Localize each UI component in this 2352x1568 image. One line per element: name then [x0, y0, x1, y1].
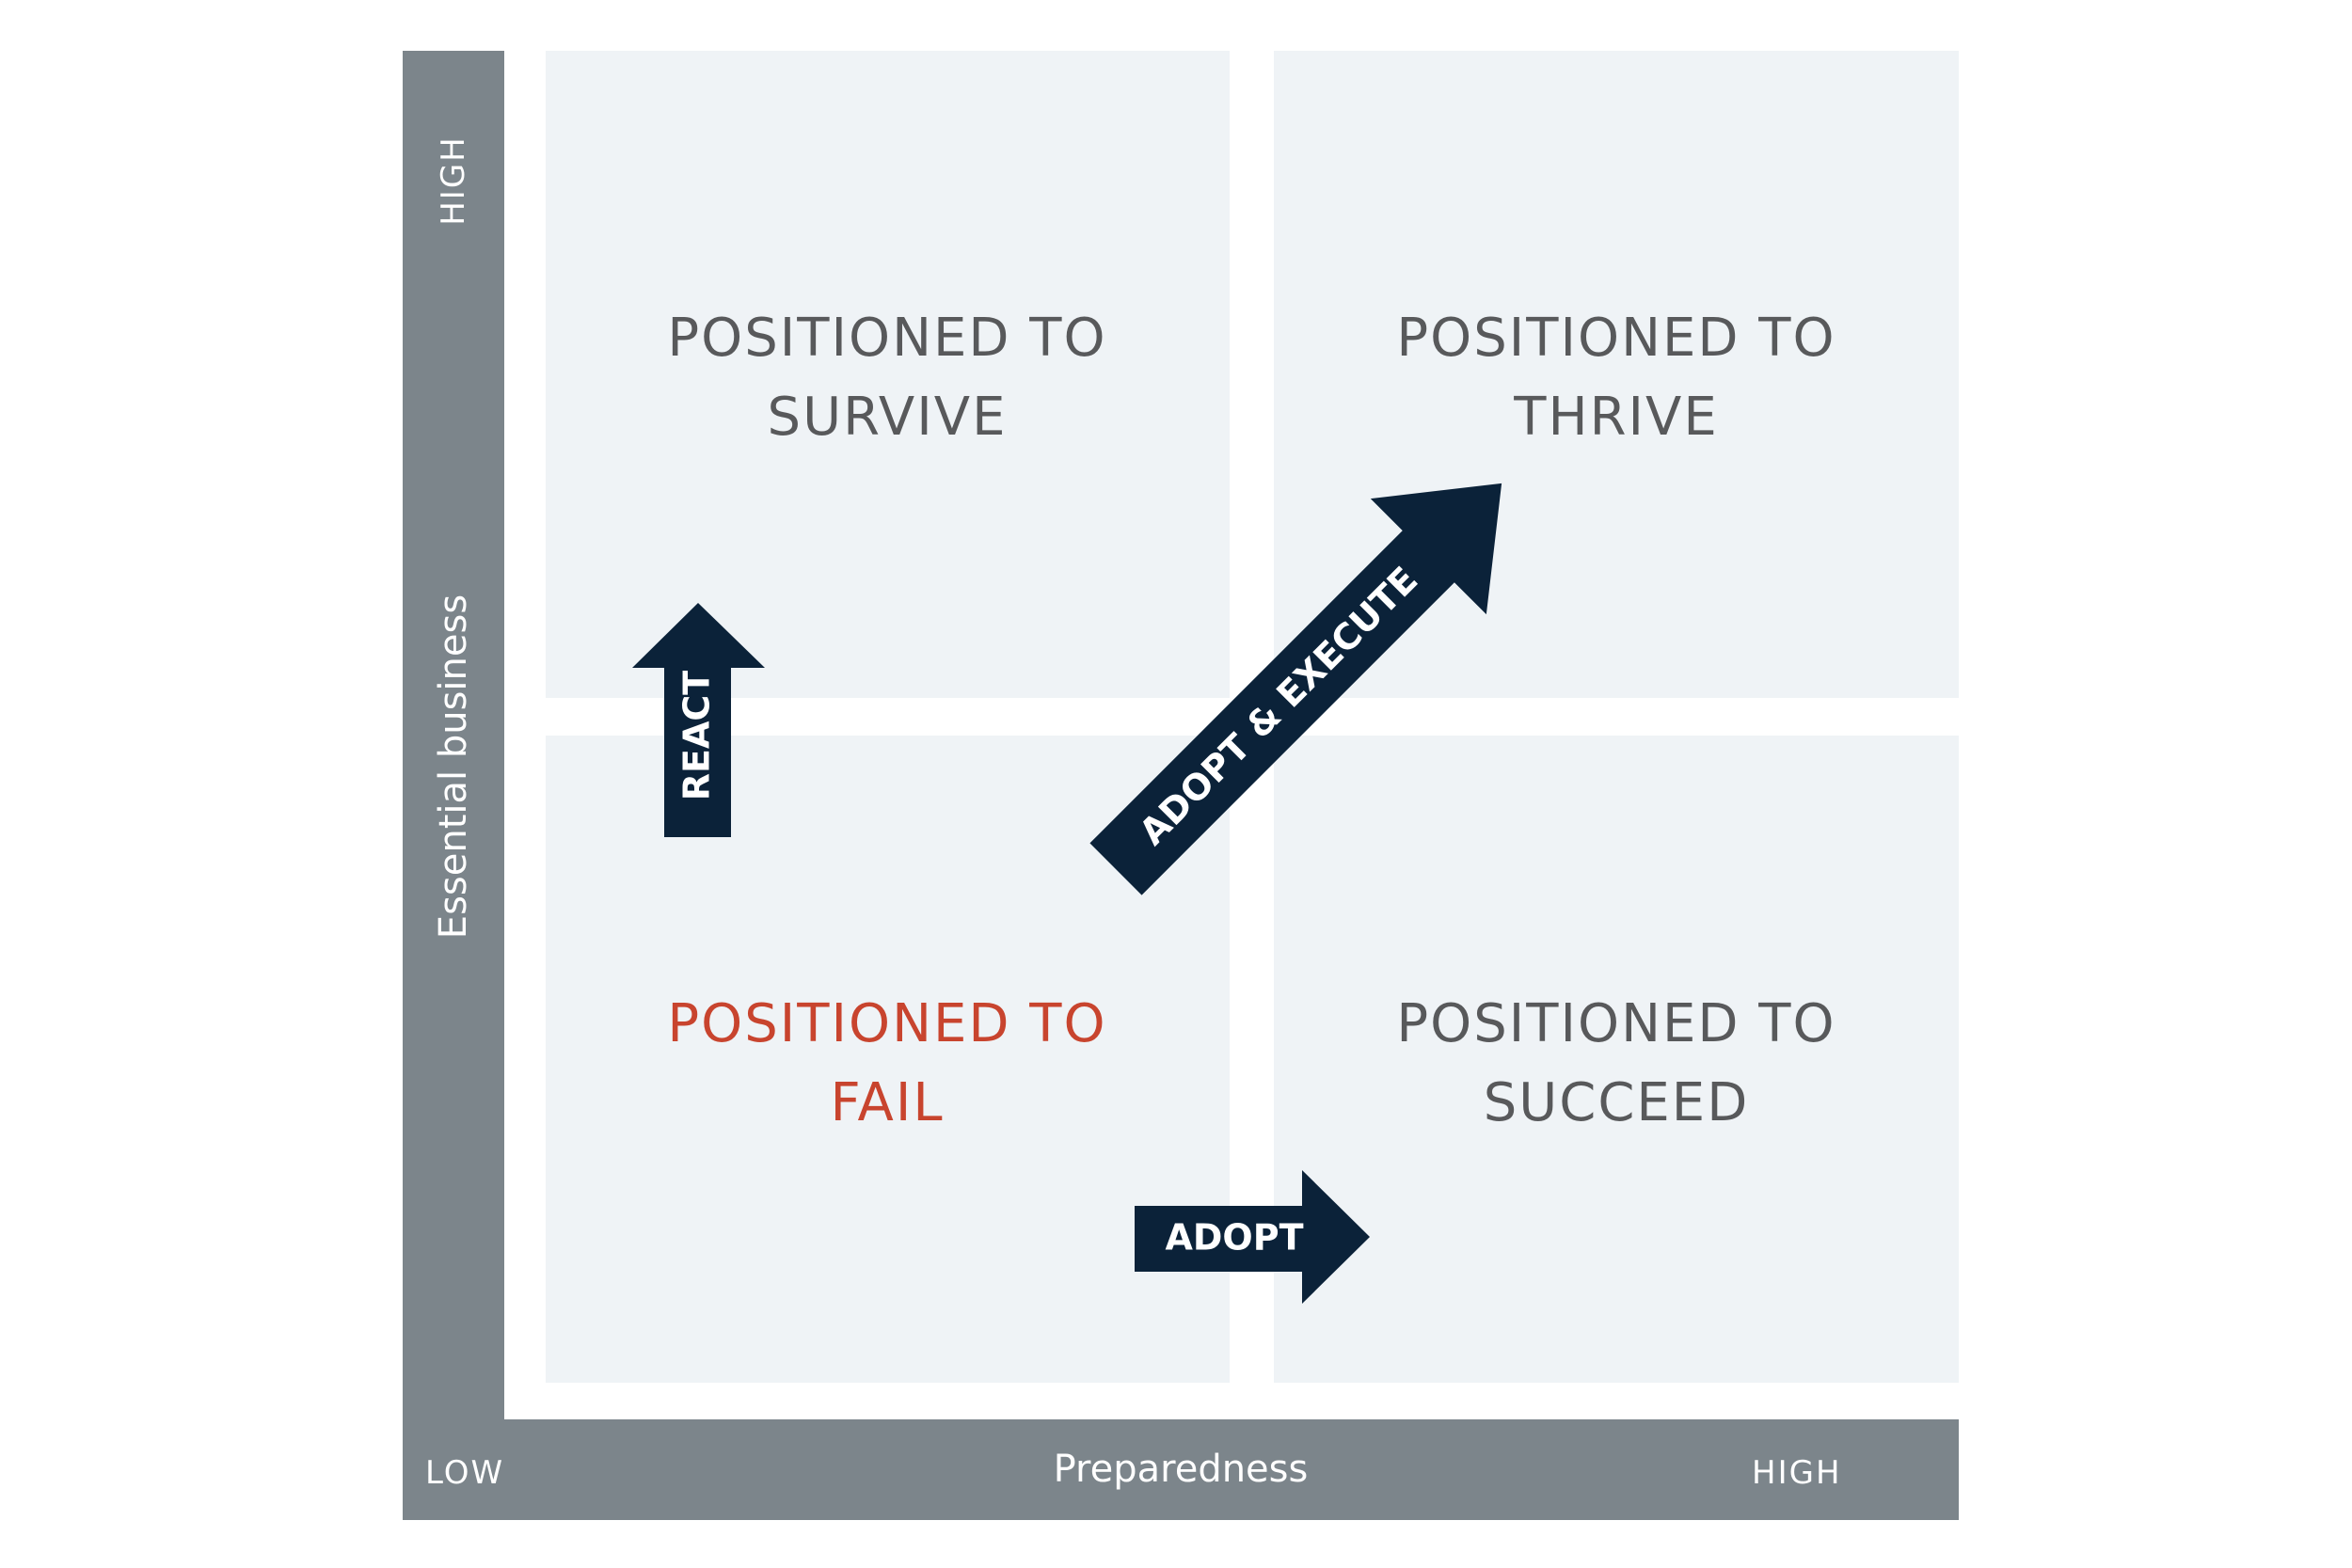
- adopt-arrow-shape: [1135, 1170, 1370, 1304]
- adopt-execute-arrow-label: ADOPT & EXECUTE: [1131, 559, 1425, 853]
- react-arrow: REACT: [632, 603, 765, 837]
- quadrant-survive: [546, 51, 1230, 698]
- quadrant-label-survive: POSITIONED TO SURVIVE: [667, 308, 1107, 448]
- quadrant-label-thrive: POSITIONED TO THRIVE: [1396, 308, 1836, 448]
- adopt-execute-arrow-shape: [1089, 483, 1502, 895]
- adopt-arrow: ADOPT: [1135, 1170, 1370, 1304]
- y-axis-bar: [403, 51, 504, 1520]
- adopt-execute-arrow: ADOPT & EXECUTE: [1089, 483, 1502, 895]
- x-axis-high-label: HIGH: [1752, 1454, 1842, 1492]
- react-arrow-label: REACT: [676, 671, 718, 801]
- react-arrow-shape: [632, 603, 765, 837]
- quadrant-label-fail: POSITIONED TO FAIL: [667, 993, 1107, 1133]
- quadrant-succeed: [1274, 736, 1959, 1383]
- x-axis-bar: [403, 1419, 1959, 1520]
- x-axis-title: Preparedness: [1053, 1448, 1309, 1491]
- quadrant-label-succeed: POSITIONED TO SUCCEED: [1396, 993, 1836, 1133]
- x-axis-low-label: LOW: [425, 1454, 505, 1492]
- adopt-arrow-label: ADOPT: [1165, 1217, 1303, 1259]
